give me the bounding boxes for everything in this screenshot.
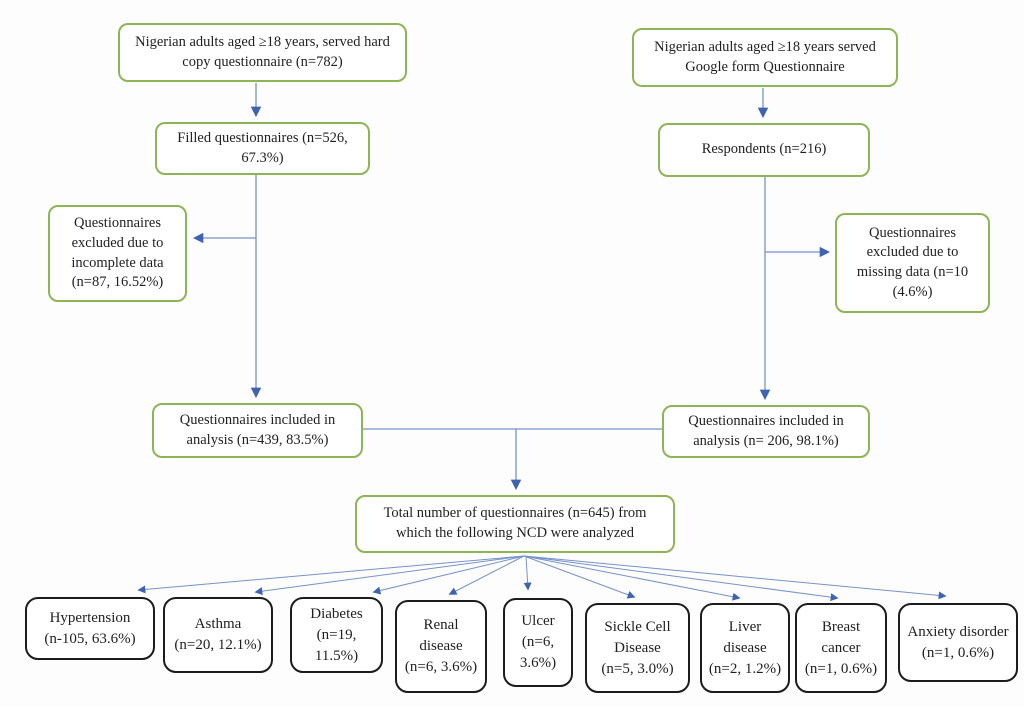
ncd-name: Ulcer [521, 613, 555, 629]
node-googleform-label: Nigerian adults aged ≥18 years served Go… [654, 38, 876, 75]
node-excluded-incomplete: Questionnaires excluded due to incomplet… [48, 205, 187, 302]
ncd-stat: (n=6, 3.6%) [519, 634, 557, 671]
ncd-stat: (n=2, 1.2%) [708, 660, 782, 677]
node-filled-questionnaires: Filled questionnaires (n=526, 67.3%) [155, 122, 370, 175]
node-excluded-missing: Questionnaires excluded due to missing d… [835, 213, 990, 313]
ncd-box-anxiety-disorder: Anxiety disorder (n=1, 0.6%) [898, 603, 1018, 682]
node-included-google: Questionnaires included in analysis (n= … [662, 405, 870, 458]
ncd-stat: (n=1, 0.6%) [804, 660, 878, 677]
ncd-box-asthma: Asthma (n=20, 12.1%) [163, 597, 273, 673]
ncd-name: Liver disease [723, 618, 767, 656]
node-hardcopy-population: Nigerian adults aged ≥18 years, served h… [118, 23, 407, 82]
ncd-stat: (n=5, 3.0%) [601, 660, 674, 677]
node-respondents: Respondents (n=216) [658, 123, 870, 177]
node-total-questionnaires: Total number of questionnaires (n=645) f… [355, 495, 675, 553]
ncd-box-sickle-cell-disease: Sickle Cell Disease (n=5, 3.0%) [585, 603, 690, 693]
ncd-stat: (n=19, 11.5%) [314, 626, 359, 664]
node-included-google-label: Questionnaires included in analysis (n= … [688, 412, 844, 449]
node-googleform-population: Nigerian adults aged ≥18 years served Go… [632, 28, 898, 87]
ncd-name: Breast cancer [821, 618, 861, 656]
ncd-name: Sickle Cell Disease [604, 618, 671, 656]
ncd-stat: (n=6, 3.6%) [404, 659, 478, 675]
ncd-name: Asthma [194, 616, 242, 632]
ncd-box-liver-disease: Liver disease (n=2, 1.2%) [700, 603, 790, 693]
ncd-box-hypertension: Hypertension (n-105, 63.6%) [25, 597, 155, 660]
node-hardcopy-label: Nigerian adults aged ≥18 years, served h… [135, 33, 390, 70]
ncd-stat: (n=1, 0.6%) [921, 644, 995, 661]
node-filled-label: Filled questionnaires (n=526, 67.3%) [177, 129, 348, 166]
ncd-box-breast-cancer: Breast cancer (n=1, 0.6%) [795, 603, 887, 693]
ncd-box-ulcer: Ulcer (n=6, 3.6%) [503, 598, 573, 687]
ncd-stat: (n=20, 12.1%) [174, 637, 262, 653]
ncd-box-renal-disease: Renal disease (n=6, 3.6%) [395, 600, 487, 693]
ncd-name: Renal disease [419, 617, 463, 654]
ncd-name: Anxiety disorder [907, 623, 1009, 640]
node-respondents-label: Respondents (n=216) [701, 141, 827, 158]
ncd-name: Hypertension [49, 609, 131, 626]
ncd-name: Diabetes [310, 605, 363, 622]
node-excluded-incomplete-label: Questionnaires excluded due to incomplet… [71, 215, 164, 291]
node-included-hardcopy-label: Questionnaires included in analysis (n=4… [179, 411, 336, 448]
node-excluded-missing-label: Questionnaires excluded due to missing d… [856, 224, 969, 300]
ncd-stat: (n-105, 63.6%) [44, 630, 136, 647]
node-included-hardcopy: Questionnaires included in analysis (n=4… [152, 403, 363, 458]
fan-arrows-total-to-ncd [137, 555, 947, 602]
ncd-box-diabetes: Diabetes (n=19, 11.5%) [290, 597, 383, 673]
node-total-label: Total number of questionnaires (n=645) f… [383, 505, 647, 541]
